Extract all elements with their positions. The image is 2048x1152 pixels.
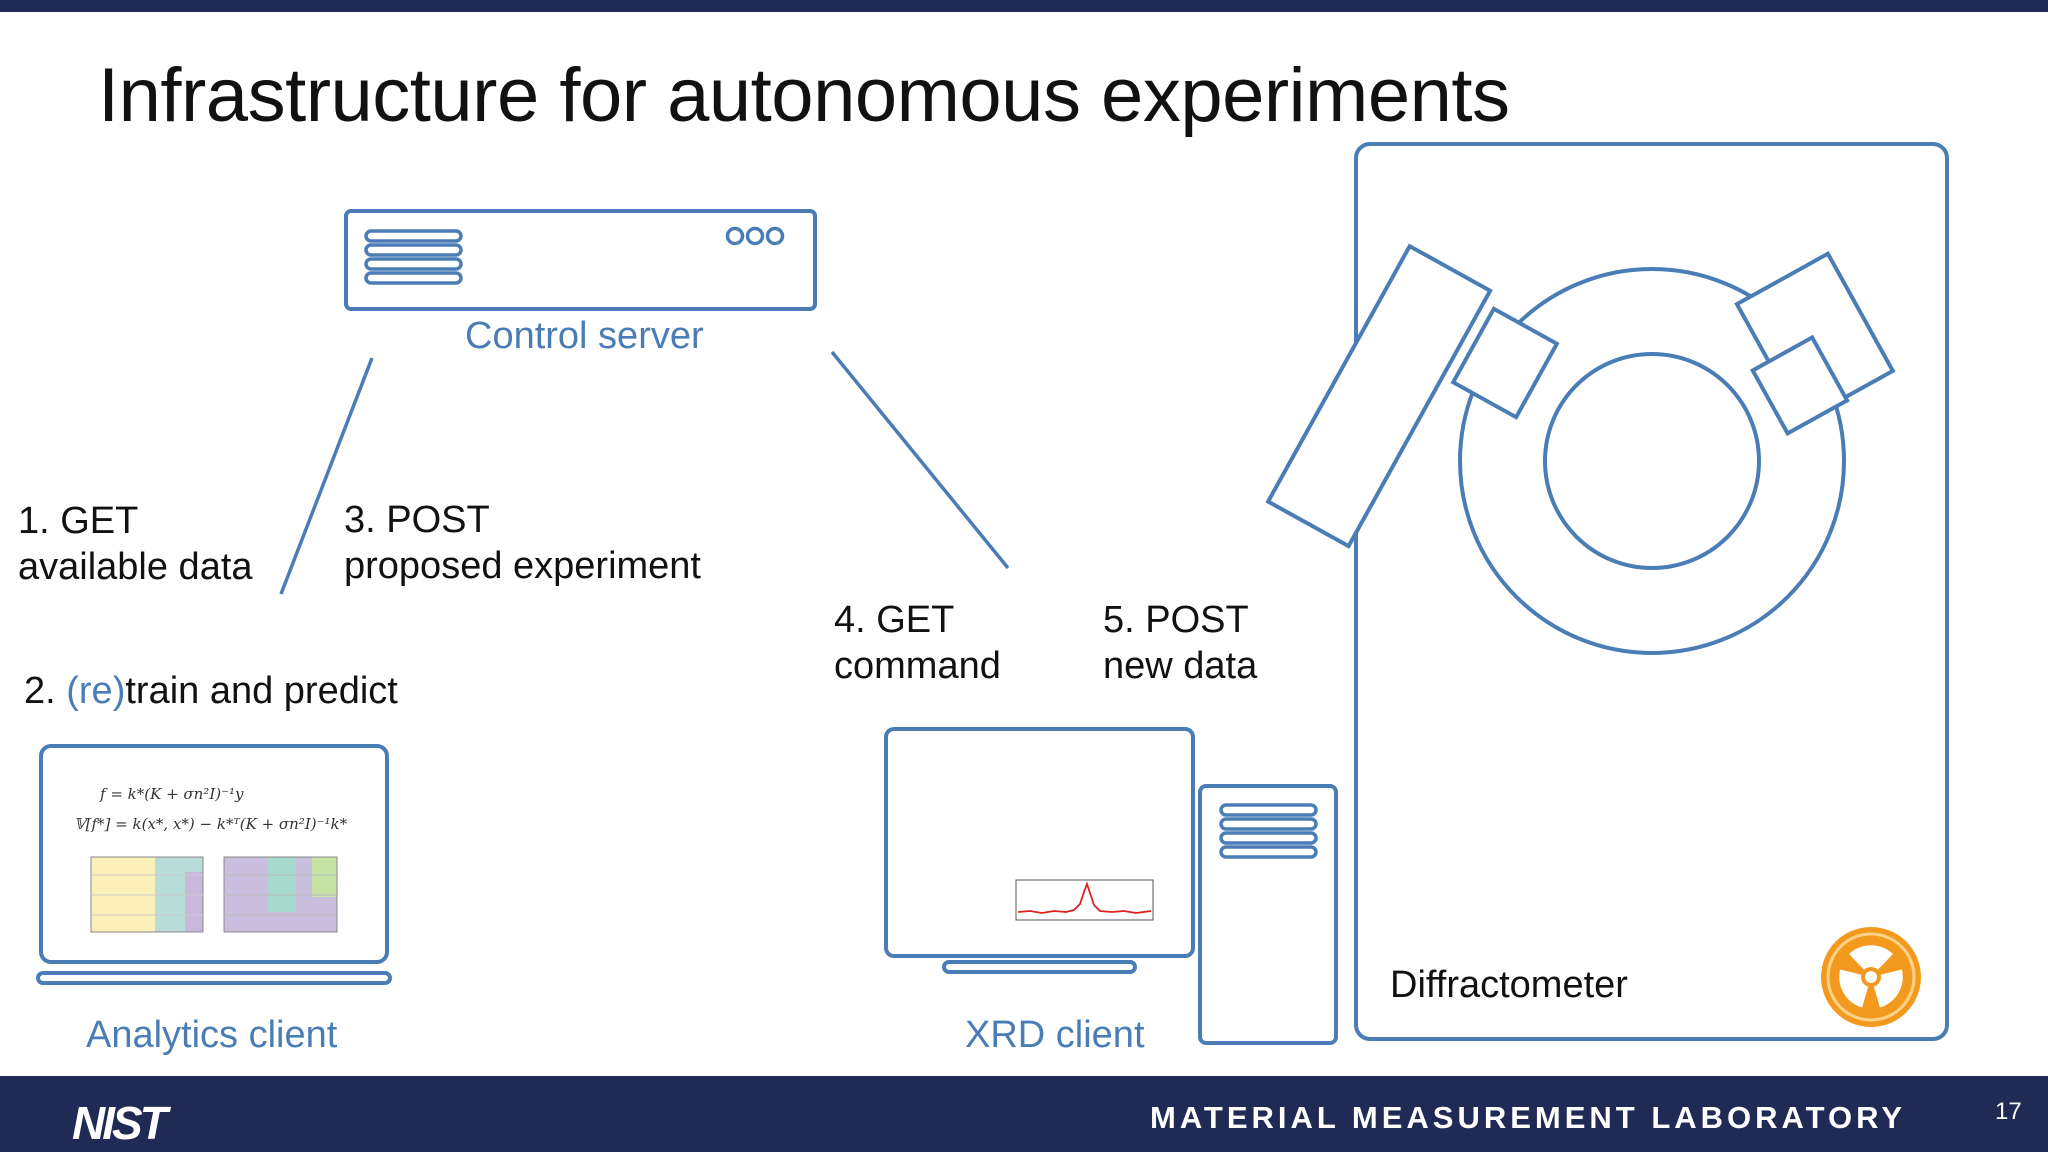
xrd-spectrum-plot xyxy=(1015,879,1154,921)
footer-bar: NIST MATERIAL MEASUREMENT LABORATORY 17 xyxy=(0,1076,2048,1152)
diffractometer-frame xyxy=(1265,142,1949,1041)
step-3-label: 3. POST proposed experiment xyxy=(344,499,701,587)
xrd-monitor xyxy=(884,727,1195,974)
lab-name: MATERIAL MEASUREMENT LABORATORY xyxy=(1150,1100,1907,1135)
analytics-client-label: Analytics client xyxy=(86,1014,338,1056)
step-1-label: 1. GET available data xyxy=(18,500,253,588)
equation-variance: 𝕍[f*] = k(x*, x*) − k*ᵀ(K + σn²I)⁻¹k* xyxy=(74,815,348,833)
step-5-label: 5. POST new data xyxy=(1103,599,1258,687)
analytics-plot-1 xyxy=(90,856,204,933)
analytics-plot-2 xyxy=(223,856,338,933)
slide-title: Infrastructure for autonomous experiment… xyxy=(98,53,1510,138)
analytics-laptop xyxy=(36,744,392,985)
xrd-tower xyxy=(1198,784,1338,1045)
server-icon xyxy=(344,209,817,311)
step-2-label: 2. (re)train and predict xyxy=(24,670,398,712)
control-server-label: Control server xyxy=(465,315,704,357)
page-number: 17 xyxy=(1995,1098,2022,1125)
diffractometer-label: Diffractometer xyxy=(1390,964,1628,1006)
top-bar xyxy=(0,0,2048,12)
analytics-connection-line xyxy=(279,357,374,595)
nist-logo: NIST xyxy=(72,1097,168,1149)
radiation-icon xyxy=(1821,927,1921,1027)
equation-mean: f = k*(K + σn²I)⁻¹y xyxy=(100,785,244,803)
xrd-client-label: XRD client xyxy=(965,1014,1145,1056)
xrd-connection-line xyxy=(830,350,1010,570)
step-4-label: 4. GET command xyxy=(834,599,1001,687)
